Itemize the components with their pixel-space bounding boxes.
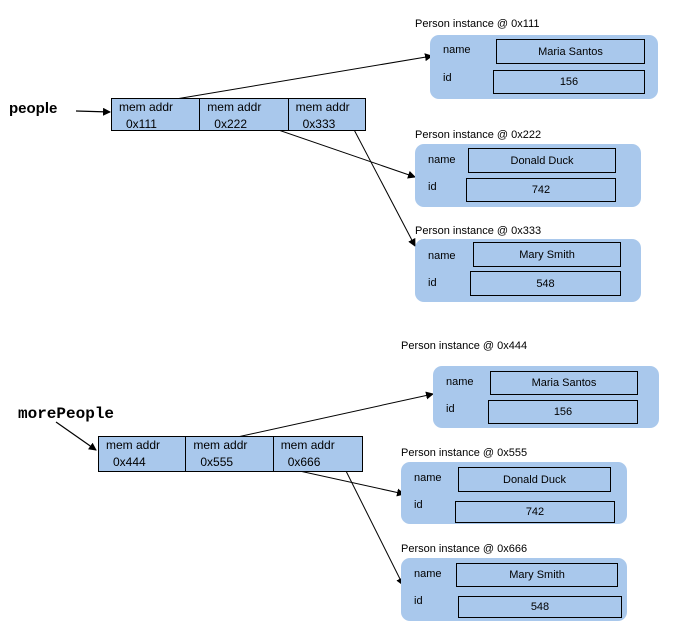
cell-caption: mem addr [193, 438, 248, 452]
cell-address: 0x666 [287, 455, 321, 469]
name-label: name [446, 376, 474, 388]
id-value: 156 [493, 70, 645, 94]
name-label: name [414, 568, 442, 580]
array-cell: mem addr 0x222 [200, 99, 289, 131]
name-value: Mary Smith [456, 563, 618, 587]
name-value: Mary Smith [473, 242, 621, 267]
more-people-variable-label: morePeople [18, 405, 115, 423]
arrow-0x333 [349, 121, 416, 247]
instance-title: Person instance @ 0x555 [401, 447, 528, 459]
name-label: name [443, 44, 471, 56]
name-value: Donald Duck [458, 467, 611, 492]
more-people-array: mem addr 0x444 mem addr 0x555 mem addr 0… [98, 436, 363, 472]
name-label: name [428, 154, 456, 166]
array-cell: mem addr 0x333 [289, 99, 365, 131]
array-cell: mem addr 0x666 [274, 437, 362, 471]
people-array: mem addr 0x111 mem addr 0x222 mem addr 0… [111, 98, 366, 131]
array-cell: mem addr 0x111 [112, 99, 201, 131]
cell-address: 0x111 [126, 117, 157, 131]
id-value: 742 [455, 501, 615, 523]
person-instance: name Donald Duck id 742 [415, 144, 641, 207]
id-value: 742 [466, 178, 616, 202]
id-value: 548 [458, 596, 622, 618]
cell-address: 0x555 [200, 455, 234, 469]
person-instance: name Mary Smith id 548 [415, 239, 641, 302]
id-value: 548 [470, 271, 621, 296]
instance-title: Person instance @ 0x444 [401, 340, 528, 352]
arrow-0x222 [260, 123, 416, 179]
id-label: id [428, 277, 437, 289]
people-variable-arrow [75, 107, 111, 116]
cell-caption: mem addr [280, 438, 335, 452]
person-instance: name Maria Santos id 156 [433, 366, 659, 428]
id-label: id [446, 403, 455, 415]
name-value: Maria Santos [490, 371, 638, 395]
cell-caption: mem addr [295, 100, 350, 114]
instance-title: Person instance @ 0x111 [415, 18, 540, 30]
id-label: id [414, 595, 423, 607]
id-label: id [428, 181, 437, 193]
name-label: name [428, 250, 456, 262]
array-cell: mem addr 0x555 [186, 437, 274, 471]
name-value: Donald Duck [468, 148, 616, 173]
people-variable-label: people [9, 100, 58, 117]
id-label: id [414, 499, 423, 511]
more-people-variable-arrow [55, 421, 97, 451]
cell-address: 0x444 [113, 455, 146, 469]
cell-address: 0x222 [214, 117, 247, 131]
cell-address: 0x333 [302, 117, 336, 131]
array-cell: mem addr 0x444 [99, 437, 187, 471]
person-instance: name Donald Duck id 742 [401, 462, 627, 524]
arrow-0x666 [342, 464, 404, 586]
cell-caption: mem addr [119, 100, 174, 114]
id-value: 156 [488, 400, 638, 424]
instance-title: Person instance @ 0x222 [415, 129, 542, 141]
person-instance: name Maria Santos id 156 [430, 35, 658, 99]
arrow-0x111 [151, 53, 433, 104]
instance-title: Person instance @ 0x333 [415, 225, 542, 237]
cell-caption: mem addr [106, 438, 161, 452]
cell-caption: mem addr [207, 100, 262, 114]
name-value: Maria Santos [496, 39, 645, 64]
person-instance: name Mary Smith id 548 [401, 558, 627, 621]
instance-title: Person instance @ 0x666 [401, 543, 528, 555]
id-label: id [443, 72, 452, 84]
name-label: name [414, 472, 442, 484]
